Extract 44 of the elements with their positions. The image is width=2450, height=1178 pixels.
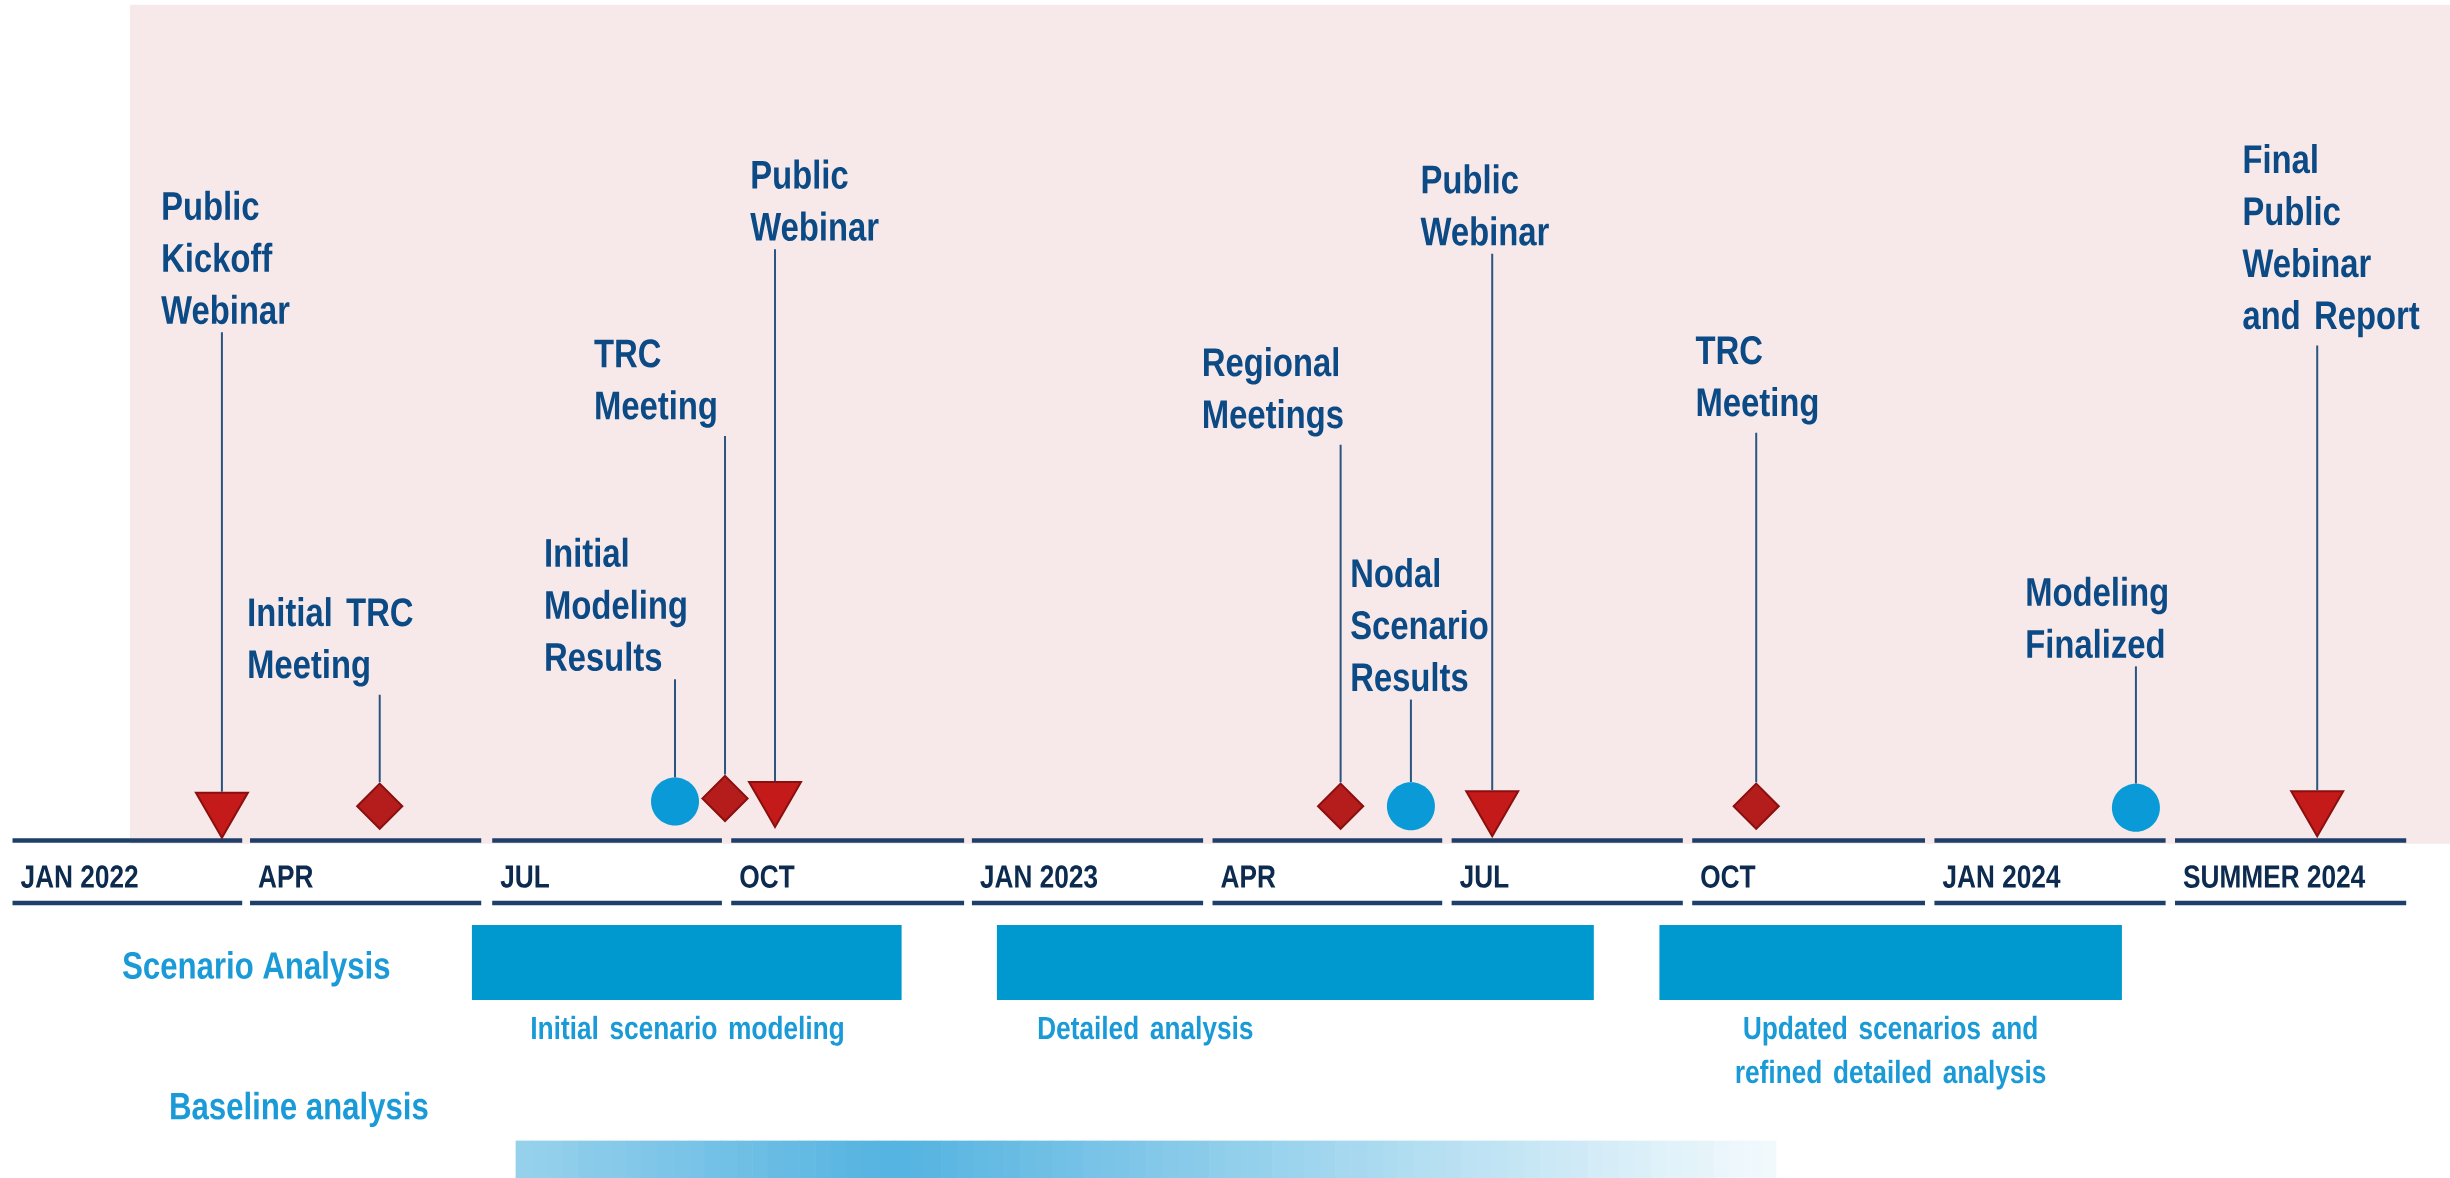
milestone-label: TRC Meeting (594, 339, 716, 428)
leader-line (774, 248, 776, 782)
leader-line (1491, 252, 1494, 792)
timeline-segment: JUL (1451, 838, 1683, 906)
circle-marker (2111, 783, 2160, 832)
bar-caption: Updated scenarios and refined detailed analysis (1736, 1015, 2046, 1090)
leader-line (1409, 698, 1412, 783)
timeline-segment: JAN 2024 (1934, 838, 2166, 906)
timeline-segment: JUL (492, 838, 722, 906)
timeline-segment: APR (250, 838, 482, 906)
row-label: Scenario Analysis (123, 951, 390, 987)
milestone-label: Final Public Webinar and Report (2242, 144, 2420, 338)
timeline-bar (996, 925, 1594, 1000)
leader-line (378, 693, 381, 784)
timeline-segment: JAN 2023 (971, 838, 1204, 906)
timeline-segment: APR (1212, 838, 1443, 906)
leader-line (724, 434, 726, 776)
milestone-label: Public Webinar (1420, 164, 1549, 246)
timeline-segment: OCT (731, 838, 965, 906)
timeline-bar (1659, 925, 2122, 1000)
bar-caption: Initial scenario modeling (532, 1015, 843, 1046)
leader-line (674, 678, 676, 779)
leader-line (1755, 431, 1758, 784)
milestone-label: Regional Meetings (1204, 347, 1343, 437)
milestone-label: Nodal Scenario Results (1351, 558, 1488, 692)
gradient-bar (515, 1140, 1777, 1178)
timeline-segment: OCT (1692, 838, 1925, 906)
milestone-label: Initial TRC Meeting (249, 597, 413, 687)
milestone-label: Public Kickoff Webinar (161, 190, 290, 325)
timeline-bar (471, 925, 902, 1000)
bar-caption: Detailed analysis (1038, 1015, 1253, 1046)
row-label: Baseline analysis (171, 1091, 428, 1128)
leader-line (220, 331, 223, 793)
milestone-label: TRC Meeting (1695, 336, 1818, 425)
leader-line (2134, 665, 2137, 785)
circle-marker (651, 777, 699, 826)
milestone-label: Public Webinar (750, 159, 879, 241)
timeline-segment: JAN 2022 (12, 838, 243, 906)
circle-marker (1386, 782, 1435, 831)
milestone-label: Modeling Finalized (2027, 576, 2167, 659)
milestone-label: Initial Modeling Results (546, 537, 686, 672)
leader-line (2316, 344, 2319, 792)
timeline-segment: SUMMER 2024 (2175, 838, 2407, 906)
leader-line (1339, 443, 1342, 784)
